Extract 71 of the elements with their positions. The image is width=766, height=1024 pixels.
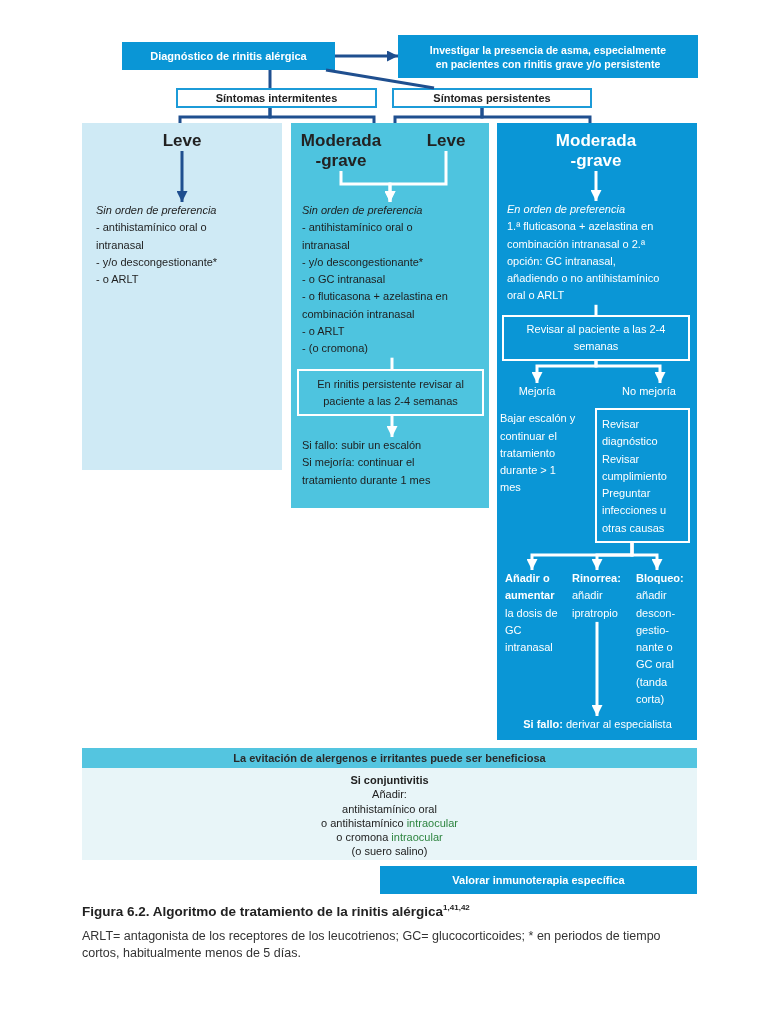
checklist-item: Preguntar infecciones u otras causas xyxy=(602,486,668,536)
diagnosis-box xyxy=(122,42,335,70)
arrow xyxy=(594,361,666,383)
category-box xyxy=(176,88,377,108)
outcome-text: Bajar escalón y continuar el tratamiento durante > 1 mes xyxy=(500,411,577,496)
severity-heading: Moderada -grave xyxy=(299,131,383,171)
immunotherapy-label: Valorar inmunoterapia específica xyxy=(452,873,625,887)
outcome-text: Si fallo: subir un escalón xyxy=(302,438,423,453)
figure-caption: ARLT= antagonista de los receptores de los leucotrienos; GC= glucocorticoides; * en periodos de tiempo cortos, habitualmente menos de 5 días. xyxy=(82,928,662,962)
list-heading: Sin orden de preferencia xyxy=(96,203,218,218)
severity-heading: Leve xyxy=(158,131,206,151)
list-item: - antihistamínico oral o intranasal xyxy=(96,220,208,253)
connector-line xyxy=(390,357,394,369)
arrow xyxy=(590,171,602,201)
action-text: Rinorrea: añadir ipratropio xyxy=(572,570,632,622)
arrow xyxy=(335,50,398,62)
immunotherapy-box xyxy=(380,866,697,894)
referral-text: Si fallo: derivar al especialista xyxy=(505,716,690,734)
outcome-text: Si mejoría: continuar el tratamiento durante 1 mes xyxy=(302,455,432,488)
review-box xyxy=(502,315,690,361)
connector-line xyxy=(268,108,376,123)
list-item: - antihistamínico oral o intranasal xyxy=(302,220,414,253)
review-box xyxy=(297,369,484,416)
panel-line: o antihistamínico intraocular xyxy=(320,815,459,831)
category-label: Síntomas intermitentes xyxy=(215,92,338,104)
panel-line: o cromona intraocular xyxy=(335,830,444,845)
note-text: Investigar la presencia de asma, especialmente en pacientes con rinitis grave y/o persistente xyxy=(428,42,668,71)
list-item: - o ARLT xyxy=(302,324,346,340)
column-panel xyxy=(497,123,697,740)
review-text: Revisar al paciente a las 2-4 semanas xyxy=(525,322,667,354)
outcome-label: Mejoría xyxy=(517,384,557,399)
panel-line: antihistamínico oral xyxy=(341,801,438,816)
arrow xyxy=(176,151,188,202)
arrow xyxy=(630,543,663,570)
treatment-text: 1.ª fluticasona + azelastina en combinación intranasal o 2.ª opción: GC intranasal, añadiendo o no antihistamínico oral o ARLT xyxy=(507,219,661,304)
category-box xyxy=(392,88,592,108)
arrow xyxy=(386,416,398,437)
conjunctivitis-panel xyxy=(82,768,697,860)
panel-heading: Si conjuntivitis xyxy=(349,773,430,788)
list-item: - o GC intranasal xyxy=(302,272,387,288)
list-heading: En orden de preferencia xyxy=(507,202,627,217)
list-heading: Sin orden de preferencia xyxy=(302,203,424,218)
note-box xyxy=(398,35,698,78)
list-item: - y/o descongestionante* xyxy=(96,254,219,270)
panel-line: Añadir: xyxy=(371,787,408,802)
arrow xyxy=(384,151,448,202)
action-text: Bloqueo: añadir descon-gestio-nante o GC oral (tanda corta) xyxy=(636,570,691,709)
arrow xyxy=(591,621,603,716)
connector-line xyxy=(268,70,272,88)
figure-title: Figura 6.2. Algoritmo de tratamiento de la rinitis alérgica$^{1,41,42}$ xyxy=(82,903,470,919)
checklist-item: Revisar diagnóstico xyxy=(602,417,659,450)
severity-heading: Leve xyxy=(421,131,471,151)
column-panel xyxy=(291,123,489,508)
column-panel xyxy=(82,123,282,470)
list-item: - y/o descongestionante* xyxy=(302,254,425,270)
action-text: Añadir o aumentar la dosis de GC intranasal xyxy=(505,570,563,657)
advice-text: La evitación de alergenos e irritantes puede ser beneficiosa xyxy=(233,752,546,764)
list-item: - o ARLT xyxy=(96,272,140,288)
checklist-box xyxy=(595,408,690,543)
checklist-item: Revisar cumplimiento xyxy=(602,451,668,484)
connector-line xyxy=(594,304,598,315)
panel-line: (o suero salino) xyxy=(350,844,429,859)
outcome-label: No mejoría xyxy=(614,383,684,401)
diagnosis-label: Diagnóstico de rinitis alérgica xyxy=(150,49,307,63)
advice-band xyxy=(82,748,697,768)
connector-line xyxy=(480,108,592,123)
category-label: Síntomas persistentes xyxy=(433,92,551,104)
review-text: En rinitis persistente revisar al paciente a las 2-4 semanas xyxy=(316,376,465,409)
list-item: - o fluticasona + azelastina en combinación intranasal xyxy=(302,289,449,322)
severity-heading: Moderada -grave xyxy=(554,131,638,171)
list-item: - (o cromona) xyxy=(302,341,370,357)
